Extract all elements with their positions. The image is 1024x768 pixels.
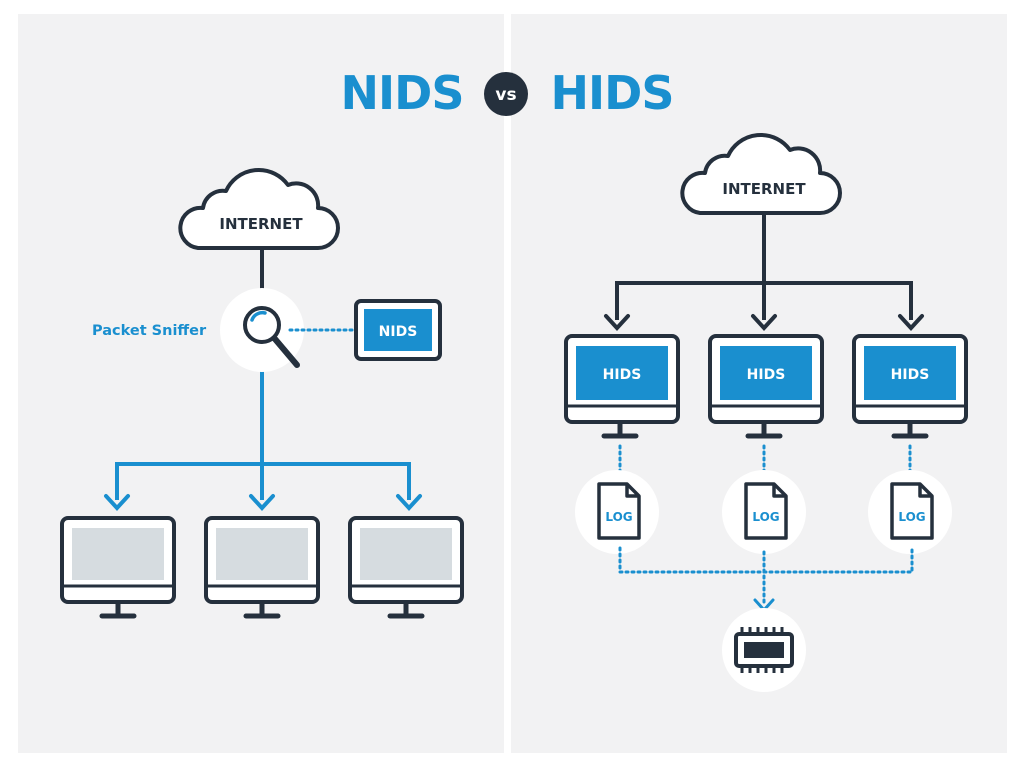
hids-host: HIDS <box>852 334 968 439</box>
title-nids: NIDS <box>341 66 464 120</box>
log-node: LOG <box>575 470 659 554</box>
log-file-icon <box>597 482 641 540</box>
log-label: LOG <box>605 510 632 524</box>
title-hids: HIDS <box>551 66 674 120</box>
network-computer <box>60 516 176 619</box>
arrow-down-icon <box>898 314 924 331</box>
nids-box-label: NIDS <box>379 324 418 340</box>
arrow-down-icon <box>604 314 630 331</box>
log-node: LOG <box>868 470 952 554</box>
cloud-icon <box>178 167 340 250</box>
hids-host: HIDS <box>708 334 824 439</box>
host-bus-line <box>615 281 913 320</box>
arrow-down-icon <box>751 314 777 331</box>
log-label: LOG <box>752 510 779 524</box>
packet-sniffer-label: Packet Sniffer <box>92 323 207 339</box>
nids-internet-cloud: INTERNET <box>178 167 340 250</box>
log-aggregation-line <box>618 546 914 574</box>
collector-node <box>722 608 806 692</box>
log-node: LOG <box>722 470 806 554</box>
hids-host-label: HIDS <box>891 367 930 383</box>
nids-internet-label: INTERNET <box>219 215 303 233</box>
hids-host-label: HIDS <box>747 367 786 383</box>
hids-internet-cloud: INTERNET <box>680 132 842 215</box>
network-computer <box>348 516 464 619</box>
arrow-down-icon <box>104 494 130 511</box>
title: NIDS vs HIDS <box>341 66 675 120</box>
title-vs: vs <box>495 85 516 105</box>
network-computer <box>204 516 320 619</box>
log-file-icon <box>890 482 934 540</box>
log-file-icon <box>744 482 788 540</box>
arrow-down-icon <box>396 494 422 511</box>
hids-internet-label: INTERNET <box>722 180 806 198</box>
chip-icon <box>734 627 794 673</box>
hids-host: HIDS <box>564 334 680 439</box>
packet-sniffer: Packet Sniffer <box>92 288 304 372</box>
cloud-icon <box>680 132 842 215</box>
distribution-bus-line <box>115 462 411 500</box>
arrow-down-icon <box>249 494 275 511</box>
vs-badge <box>484 72 528 116</box>
log-label: LOG <box>898 510 925 524</box>
nids-box: NIDS <box>354 299 442 361</box>
hids-host-label: HIDS <box>603 367 642 383</box>
